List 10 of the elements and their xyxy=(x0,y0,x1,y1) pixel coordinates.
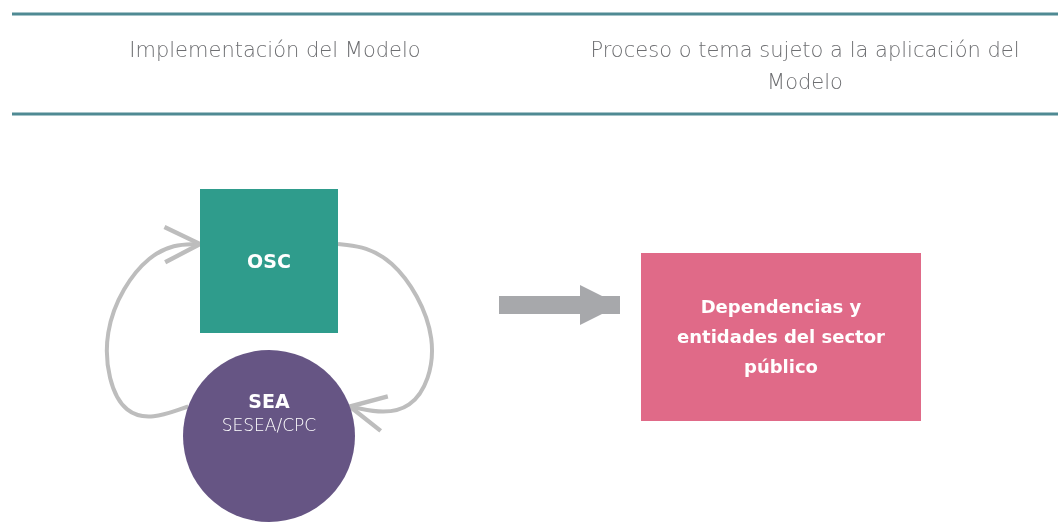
curved-arrow xyxy=(337,242,434,434)
process-box xyxy=(641,253,921,421)
node-title: Dependencias y entidades del sector público xyxy=(676,295,886,379)
column-heading: Proceso o tema sujeto a la aplicación del Modelo xyxy=(589,37,1021,96)
node-title: SEA xyxy=(248,389,290,413)
column-heading: Implementación del Modelo xyxy=(128,37,422,64)
block-arrow xyxy=(499,285,620,325)
process-box xyxy=(200,189,338,333)
node-title: OSC xyxy=(247,249,291,273)
node-subtitle: SESEA/CPC xyxy=(221,414,317,437)
